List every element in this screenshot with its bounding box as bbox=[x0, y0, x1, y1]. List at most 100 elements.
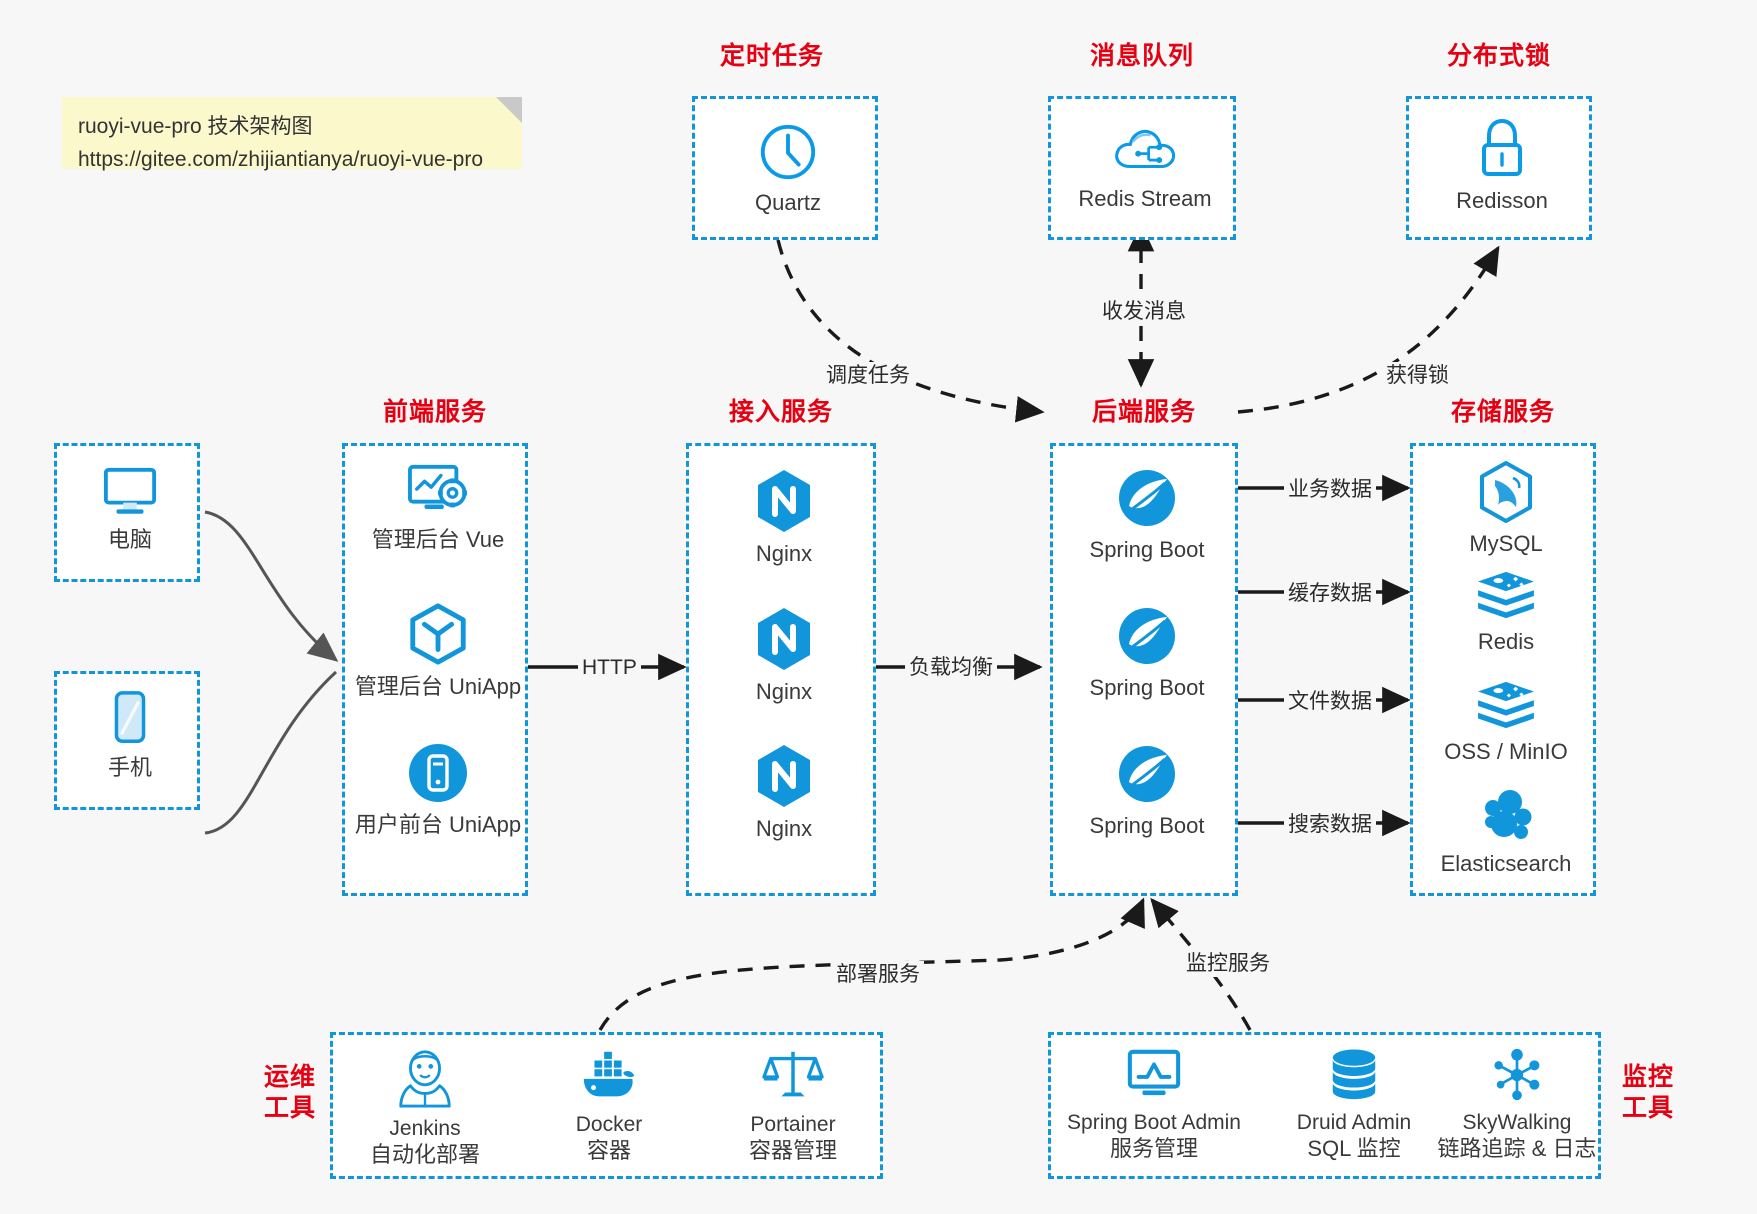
group-frontend-service[interactable]: 管理后台 Vue 管理后台 UniApp 用户前台 bbox=[342, 443, 528, 896]
redis-stack-icon bbox=[1475, 570, 1537, 622]
sticky-note: ruoyi-vue-pro 技术架构图 https://gitee.com/zh… bbox=[62, 97, 522, 171]
node-quartz[interactable]: Quartz bbox=[695, 121, 881, 217]
node-jenkins[interactable]: Jenkins 自动化部署 bbox=[333, 1047, 517, 1168]
skywalking-node-icon bbox=[1488, 1047, 1546, 1103]
node-docker[interactable]: Docker 容器 bbox=[517, 1047, 701, 1164]
node-label-elasticsearch: Elasticsearch bbox=[1440, 851, 1572, 876]
node-mysql[interactable]: MySQL bbox=[1413, 460, 1599, 558]
node-spring-boot-admin[interactable]: Spring Boot Admin 服务管理 bbox=[1037, 1047, 1271, 1162]
group-backend-service[interactable]: Spring Boot Spring Boot Spring Boot bbox=[1050, 443, 1238, 896]
node-label-redis: Redis bbox=[1477, 629, 1535, 654]
note-line-title: ruoyi-vue-pro 技术架构图 bbox=[78, 115, 313, 138]
spring-leaf-icon bbox=[1115, 742, 1179, 806]
dashboard-gear-icon bbox=[404, 462, 472, 520]
edge-label-file-data: 文件数据 bbox=[1284, 688, 1376, 716]
group-title-backend-service: 后端服务 bbox=[1091, 398, 1196, 426]
node-user-uniapp[interactable]: 用户前台 UniApp bbox=[331, 741, 545, 839]
node-label-nginx-3: Nginx bbox=[755, 816, 813, 841]
spring-leaf-icon bbox=[1115, 466, 1179, 530]
node-label-spring-boot-3: Spring Boot bbox=[1089, 813, 1205, 838]
group-devops-tools[interactable]: Jenkins 自动化部署 Docker bbox=[330, 1032, 883, 1179]
docker-whale-icon bbox=[578, 1047, 640, 1105]
group-client-pc[interactable]: 电脑 bbox=[54, 443, 200, 582]
node-redis[interactable]: Redis bbox=[1413, 570, 1599, 656]
node-nginx-1[interactable]: Nginx bbox=[689, 468, 879, 568]
group-storage-service[interactable]: MySQL Redis bbox=[1410, 443, 1596, 896]
node-label-skywalking: SkyWalking bbox=[1462, 1111, 1572, 1134]
node-label-nginx-1: Nginx bbox=[755, 541, 813, 566]
edge-backend-to-redisson bbox=[1237, 245, 1500, 414]
mysql-dolphin-icon bbox=[1477, 460, 1535, 524]
note-fold-corner bbox=[496, 97, 522, 123]
node-redis-stream[interactable]: Redis Stream bbox=[1051, 121, 1239, 213]
cloud-stream-icon bbox=[1112, 121, 1178, 179]
node-sublabel-docker: 容器 bbox=[586, 1137, 631, 1163]
node-spring-boot-2[interactable]: Spring Boot bbox=[1053, 604, 1241, 702]
node-nginx-3[interactable]: Nginx bbox=[689, 743, 879, 843]
node-spring-boot-1[interactable]: Spring Boot bbox=[1053, 466, 1241, 564]
node-label-spring-boot-admin: Spring Boot Admin bbox=[1067, 1111, 1241, 1134]
node-label-admin-vue: 管理后台 Vue bbox=[371, 527, 505, 552]
node-mobile[interactable]: 手机 bbox=[57, 690, 203, 782]
node-label-user-uniapp: 用户前台 UniApp bbox=[354, 812, 522, 837]
node-druid-admin[interactable]: Druid Admin SQL 监控 bbox=[1271, 1047, 1437, 1162]
node-label-redisson: Redisson bbox=[1456, 188, 1548, 213]
node-sublabel-spring-boot-admin: 服务管理 bbox=[1109, 1135, 1198, 1161]
edge-client-to-frontend bbox=[204, 510, 339, 835]
edge-label-http: HTTP bbox=[578, 654, 641, 682]
desktop-icon bbox=[99, 464, 161, 520]
spring-leaf-icon bbox=[1115, 604, 1179, 668]
node-skywalking[interactable]: SkyWalking 链路追踪 & 日志 bbox=[1417, 1047, 1617, 1162]
nginx-icon bbox=[755, 606, 813, 672]
edge-label-acquire-lock: 获得锁 bbox=[1382, 362, 1453, 390]
monitor-title-line2: 工具 bbox=[1621, 1094, 1674, 1123]
node-label-redis-stream: Redis Stream bbox=[1078, 186, 1212, 211]
node-oss-minio[interactable]: OSS / MinIO bbox=[1413, 680, 1599, 766]
redis-stack-icon bbox=[1475, 680, 1537, 732]
group-title-storage-service: 存储服务 bbox=[1450, 398, 1555, 426]
group-client-mobile[interactable]: 手机 bbox=[54, 671, 200, 810]
node-sublabel-skywalking: 链路追踪 & 日志 bbox=[1437, 1135, 1597, 1161]
nginx-icon bbox=[755, 468, 813, 534]
node-label-spring-boot-1: Spring Boot bbox=[1089, 537, 1205, 562]
group-title-message-queue: 消息队列 bbox=[1089, 42, 1194, 70]
group-distributed-lock[interactable]: Redisson bbox=[1406, 96, 1592, 240]
node-nginx-2[interactable]: Nginx bbox=[689, 606, 879, 706]
node-label-pc: 电脑 bbox=[107, 527, 152, 552]
node-label-mysql: MySQL bbox=[1469, 531, 1543, 556]
node-label-spring-boot-2: Spring Boot bbox=[1089, 675, 1205, 700]
group-title-distributed-lock: 分布式锁 bbox=[1446, 42, 1551, 70]
node-label-nginx-2: Nginx bbox=[755, 679, 813, 704]
node-label-jenkins: Jenkins bbox=[389, 1117, 461, 1140]
group-title-scheduled-task: 定时任务 bbox=[719, 42, 824, 70]
elasticsearch-icon bbox=[1476, 786, 1536, 844]
edge-backend-to-storage bbox=[1238, 474, 1411, 837]
node-label-admin-uniapp: 管理后台 UniApp bbox=[354, 674, 522, 699]
node-redisson[interactable]: Redisson bbox=[1409, 117, 1595, 215]
edge-label-cache-data: 缓存数据 bbox=[1284, 580, 1376, 608]
devops-title-line2: 工具 bbox=[263, 1094, 316, 1123]
edge-label-monitor-service: 监控服务 bbox=[1182, 950, 1274, 978]
phone-icon bbox=[108, 690, 152, 748]
group-title-devops-tools: 运维 工具 bbox=[254, 1062, 326, 1125]
group-title-monitor-tools: 监控 工具 bbox=[1612, 1062, 1684, 1125]
node-portainer[interactable]: Portainer 容器管理 bbox=[701, 1047, 885, 1164]
group-monitor-tools[interactable]: Spring Boot Admin 服务管理 Druid Admin SQL 监… bbox=[1048, 1032, 1601, 1179]
node-admin-uniapp[interactable]: 管理后台 UniApp bbox=[331, 601, 545, 701]
node-spring-boot-3[interactable]: Spring Boot bbox=[1053, 742, 1241, 840]
node-label-druid-admin: Druid Admin bbox=[1296, 1111, 1412, 1134]
edge-label-search-data: 搜索数据 bbox=[1284, 811, 1376, 839]
node-elasticsearch[interactable]: Elasticsearch bbox=[1413, 786, 1599, 878]
node-pc[interactable]: 电脑 bbox=[57, 464, 203, 554]
node-admin-vue[interactable]: 管理后台 Vue bbox=[331, 462, 545, 554]
note-line-url: https://gitee.com/zhijiantianya/ruoyi-vu… bbox=[78, 147, 484, 171]
edge-label-schedule-task: 调度任务 bbox=[822, 362, 914, 390]
node-label-oss-minio: OSS / MinIO bbox=[1444, 739, 1568, 764]
group-scheduled-task[interactable]: Quartz bbox=[692, 96, 878, 240]
node-label-docker: Docker bbox=[575, 1113, 643, 1136]
scales-icon bbox=[762, 1047, 824, 1105]
group-message-queue[interactable]: Redis Stream bbox=[1048, 96, 1236, 240]
group-gateway-service[interactable]: Nginx Nginx Nginx bbox=[686, 443, 876, 896]
mobile-circle-icon bbox=[406, 741, 470, 805]
